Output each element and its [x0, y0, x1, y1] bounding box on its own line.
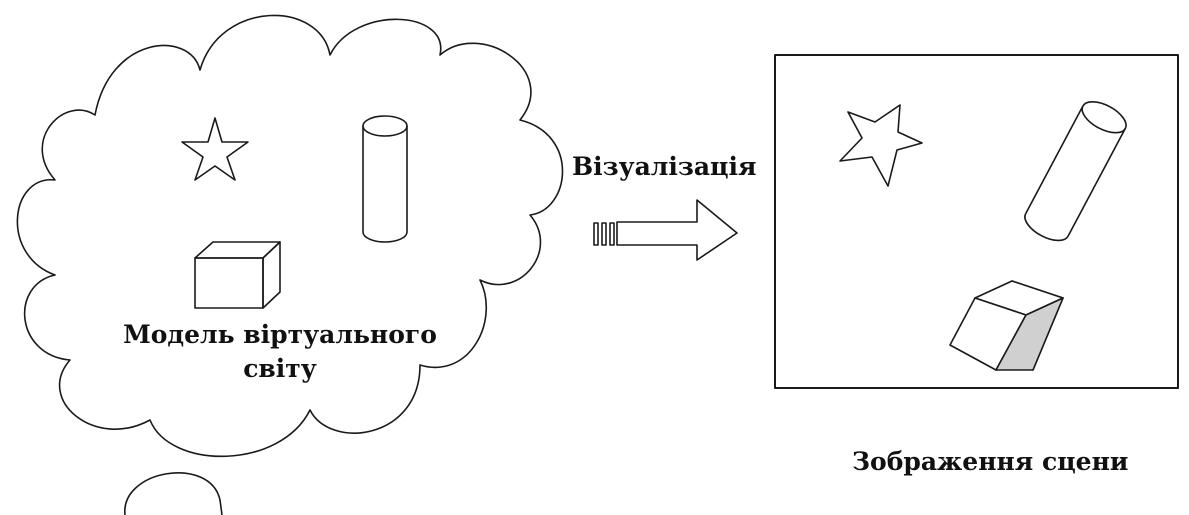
cube-shape-model — [194, 241, 281, 309]
model-label-line2: світу — [243, 354, 317, 383]
star-shape-model — [181, 117, 249, 181]
star-shape-scene — [839, 104, 923, 187]
scene-frame — [774, 54, 1179, 389]
model-label: Модель віртуального світу — [110, 318, 450, 386]
arrow-label: Візуалізація — [572, 152, 757, 181]
model-label-line1: Модель віртуального — [123, 320, 437, 349]
visualization-arrow — [593, 199, 738, 261]
cylinder-shape-scene — [1024, 100, 1127, 242]
scene-caption: Зображення сцени — [852, 447, 1129, 476]
cylinder-shape-model — [362, 115, 408, 243]
thought-bubble — [124, 472, 223, 515]
cube-shape-scene — [949, 280, 1064, 371]
thought-cloud — [16, 14, 564, 458]
